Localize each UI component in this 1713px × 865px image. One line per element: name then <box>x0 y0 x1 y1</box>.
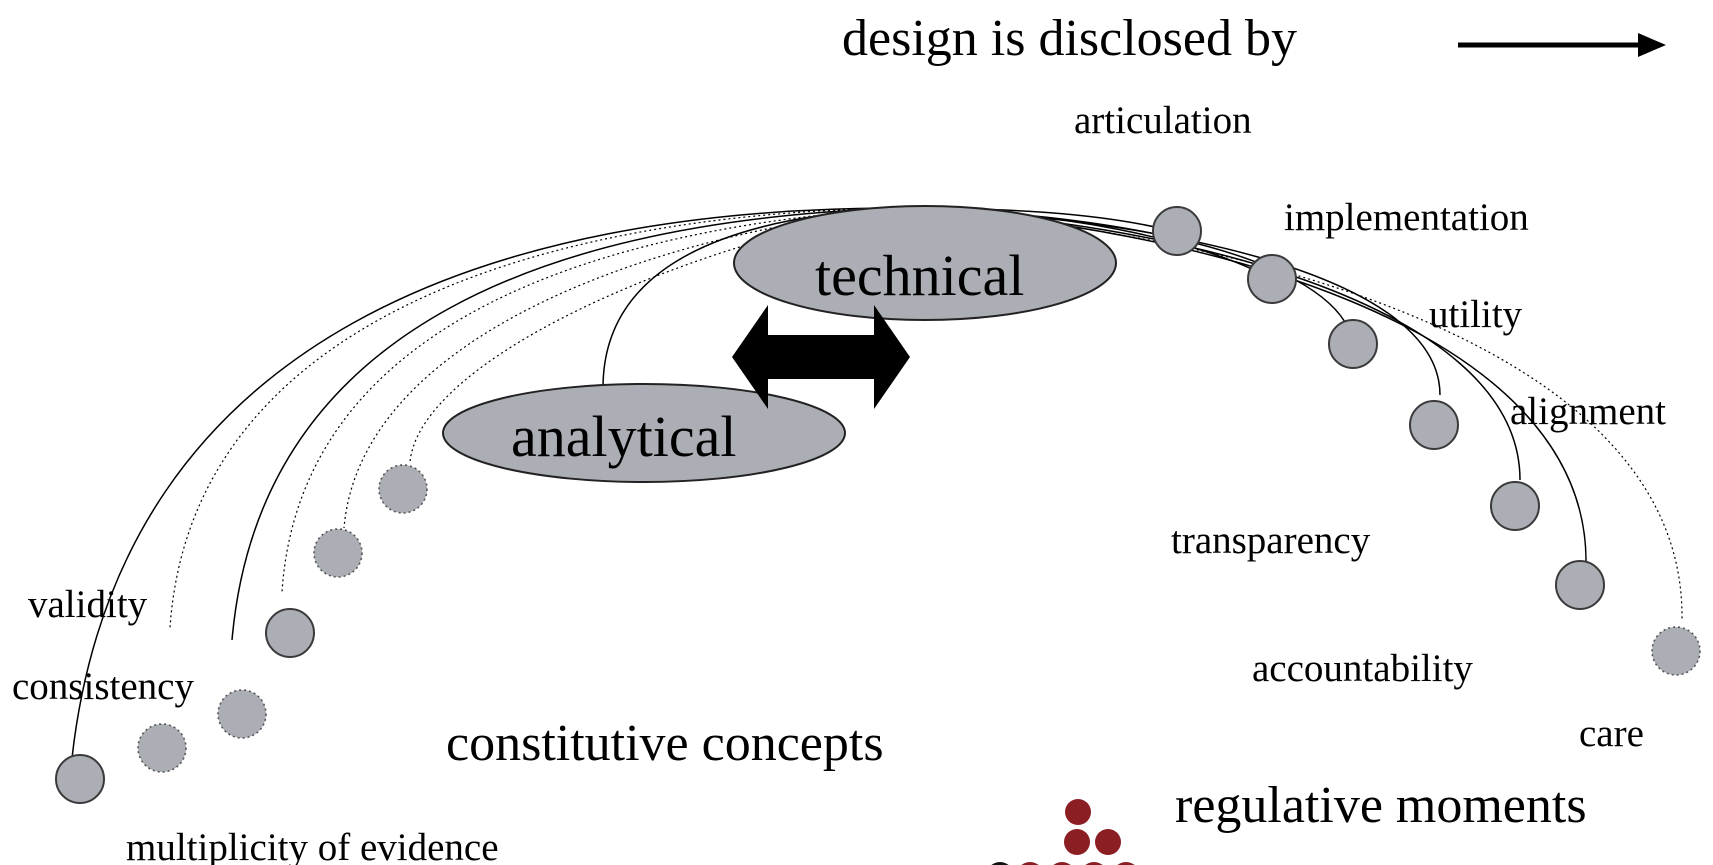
label-articulation: articulation <box>1074 99 1252 142</box>
analytical-label: analytical <box>511 404 736 469</box>
label-implementation: implementation <box>1284 196 1529 239</box>
label-transparency: transparency <box>1171 519 1371 562</box>
label-utility: utility <box>1429 293 1523 336</box>
technical-ellipse <box>733 205 1117 321</box>
label-multiplicity: multiplicity of evidence <box>126 826 499 865</box>
node-accountability <box>1555 560 1605 610</box>
node-multiplicity <box>55 754 105 804</box>
node-left-2 <box>137 723 187 773</box>
label-constitutive-concepts: constitutive concepts <box>446 715 884 772</box>
right-arrow-icon <box>1458 33 1666 57</box>
node-left-5 <box>313 528 363 578</box>
label-alignment: alignment <box>1510 390 1666 433</box>
node-articulation <box>1152 206 1202 256</box>
analytical-ellipse <box>442 383 846 483</box>
double-arrow-icon <box>732 305 910 409</box>
node-care <box>1651 626 1701 676</box>
title-text: design is disclosed by <box>842 10 1297 67</box>
node-consistency <box>217 689 267 739</box>
label-accountability: accountability <box>1252 647 1473 690</box>
node-alignment <box>1409 400 1459 450</box>
node-utility <box>1328 319 1378 369</box>
label-validity: validity <box>28 583 148 626</box>
node-validity <box>265 608 315 658</box>
node-left-6 <box>378 464 428 514</box>
technical-label: technical <box>815 243 1024 308</box>
label-care: care <box>1579 712 1644 755</box>
node-transparency <box>1490 481 1540 531</box>
logo-icon <box>991 799 1135 865</box>
node-implementation <box>1247 254 1297 304</box>
label-regulative-moments: regulative moments <box>1175 777 1587 834</box>
label-consistency: consistency <box>12 665 194 708</box>
